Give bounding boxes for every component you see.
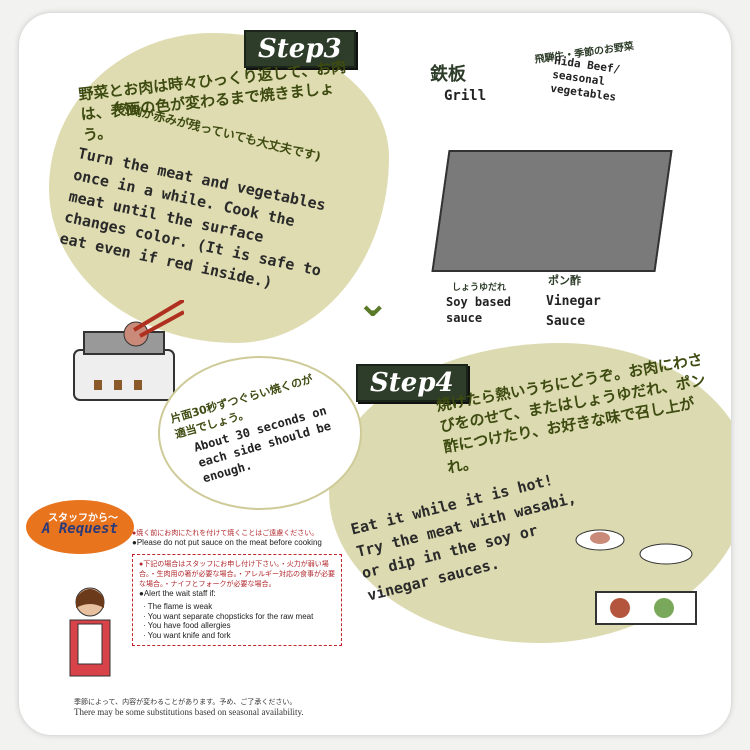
footer-en: There may be some substitutions based on… — [74, 707, 304, 717]
sauce-dishes-illustration — [575, 529, 697, 625]
request-bubble — [26, 500, 134, 554]
soy-jp-label: しょうゆだれ — [452, 283, 507, 293]
note2-en-title: ●Alert the wait staff if: — [139, 588, 216, 598]
list-item: · You want knife and fork — [143, 630, 231, 640]
footer: 季節によって、内容が変わることがあります。予め、ご了承ください。 There m… — [74, 697, 304, 717]
note1-jp: ●焼く前にお肉にたれを付けて焼くことはご遠慮ください。 — [132, 530, 319, 537]
list-item: · You want separate chopsticks for the r… — [143, 611, 314, 621]
note2-jp: ●下記の場合はスタッフにお申し付け下さい。・火力が弱い場合。・生肉用の箸が必要な… — [139, 560, 335, 588]
vinegar-jp-label: ポン酢 — [548, 274, 581, 287]
request-jp-label: スタッフから〜 — [48, 513, 118, 524]
step4-badge: Step4 — [356, 364, 468, 402]
step3-badge: Step3 — [244, 30, 356, 68]
note2-list: · The flame is weak · You want separate … — [139, 602, 335, 640]
step3-background-shape — [49, 33, 389, 343]
grill-en-label: Grill — [444, 88, 487, 104]
meal-tray-illustration — [431, 150, 673, 272]
footer-jp: 季節によって、内容が変わることがあります。予め、ご了承ください。 — [74, 698, 297, 706]
vinegar-en-label: Vinegar Sauce — [546, 294, 601, 329]
soy-en-label: Soy based sauce — [446, 295, 512, 325]
note1-en: ●Please do not put sauce on the meat bef… — [132, 538, 322, 547]
grill-jp-label: 鉄板 — [430, 64, 466, 85]
note2-box: ●下記の場合はスタッフにお申し付け下さい。・火力が弱い場合。・生肉用の箸が必要な… — [132, 553, 342, 646]
list-item: · You have food allergies — [143, 621, 231, 631]
down-arrow-icon: ⌄ — [356, 280, 390, 326]
tip-speech-bubble — [158, 356, 362, 510]
notes-panel: ●焼く前にお肉にたれを付けて焼くことはご遠慮ください。 ●Please do n… — [132, 528, 372, 646]
staff-person-icon — [69, 587, 111, 677]
list-item: · The flame is weak — [143, 602, 213, 612]
request-en-label: A Request — [42, 521, 118, 537]
grill-illustration — [73, 300, 184, 401]
